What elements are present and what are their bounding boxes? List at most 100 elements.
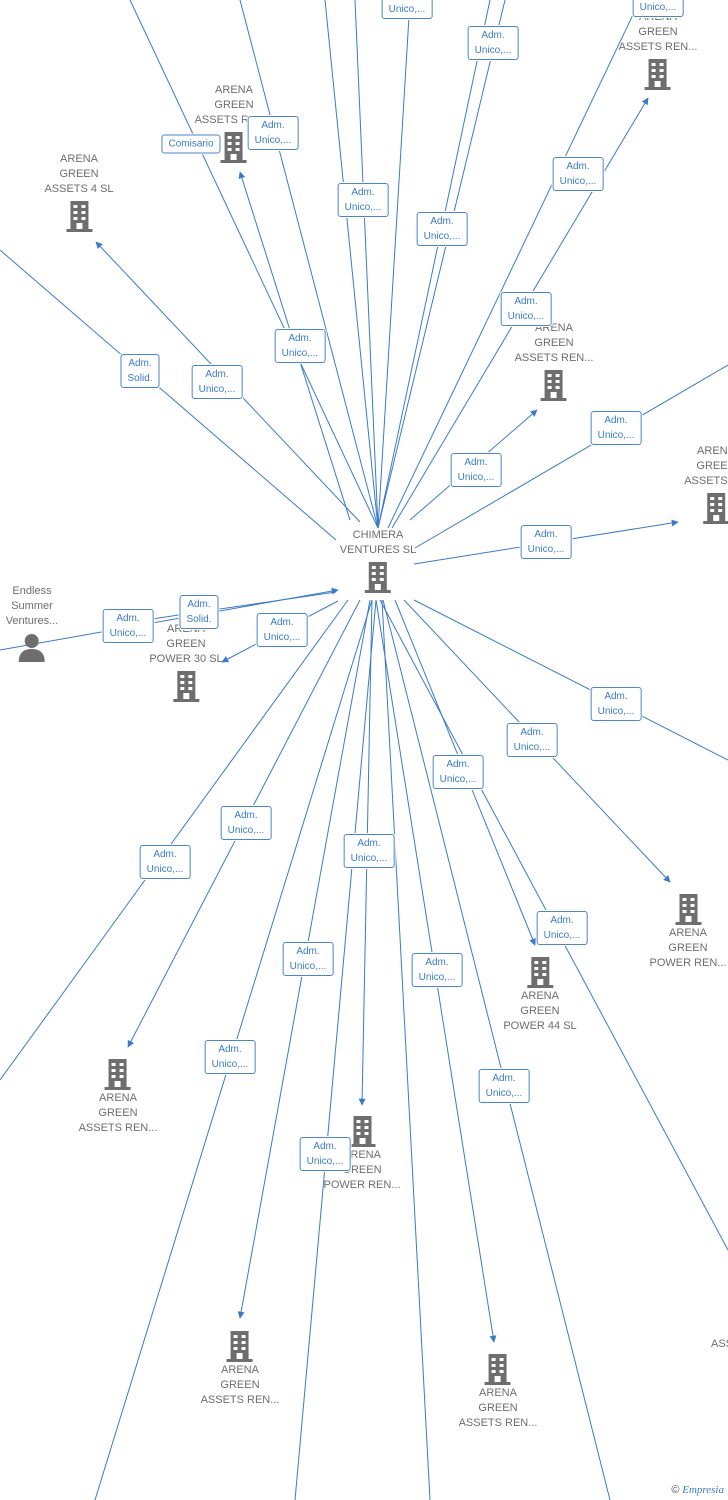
- relation-label-line: Unico,...: [344, 202, 382, 213]
- relation-label-line: Unico,...: [485, 1088, 523, 1099]
- relation-label-line: Unico,...: [418, 972, 456, 983]
- relation-label[interactable]: Adm.Unico,...: [381, 0, 433, 19]
- relation-label[interactable]: Adm.Unico,...: [552, 157, 604, 191]
- relation-label-line: Unico,...: [289, 961, 327, 972]
- building-icon: [66, 201, 92, 232]
- empresia-watermark: © Empresia: [671, 1484, 724, 1496]
- company-node-ass_edge[interactable]: ASS: [711, 1337, 728, 1352]
- relation-label[interactable]: Adm.Unico,...: [343, 834, 395, 868]
- relation-label-line: Adm.: [446, 759, 470, 770]
- edge-4: [377, 0, 411, 529]
- relation-label[interactable]: Adm. Solid.: [120, 354, 160, 388]
- relation-label[interactable]: Adm.Unico,...: [102, 609, 154, 643]
- relation-label-line: Adm.: [205, 369, 229, 380]
- relation-label[interactable]: Adm. Unico,...: [432, 755, 484, 789]
- relation-label[interactable]: Adm. Unico,...: [191, 365, 243, 399]
- relation-label[interactable]: Adm.Unico,...: [204, 1040, 256, 1074]
- node-label: ASS: [711, 1337, 728, 1352]
- relation-label-line: Unico,...: [597, 430, 635, 441]
- relation-label[interactable]: Adm. Unico,...: [337, 183, 389, 217]
- relation-label-line: Solid.: [127, 373, 153, 384]
- relation-label[interactable]: Adm.Unico,...: [536, 911, 588, 945]
- relation-label-line: Adm.: [604, 691, 628, 702]
- relation-label-line: Adm.: [514, 296, 538, 307]
- relation-label[interactable]: Adm.Unico,...: [450, 453, 502, 487]
- node-label-line: ASSETS REN...: [458, 1417, 538, 1429]
- node-label-line: ARENA: [479, 1387, 517, 1399]
- node-label-line: ASSETS REN...: [618, 41, 698, 53]
- relation-label-comisario[interactable]: Comisario: [161, 134, 221, 154]
- relation-label[interactable]: Adm.Unico,...: [274, 329, 326, 363]
- relation-label-line: Unico,...: [423, 231, 461, 242]
- relation-label[interactable]: Adm.Unico,...: [411, 953, 463, 987]
- relation-label-line: Adm.: [187, 599, 211, 610]
- relation-label-line: Adm.: [128, 358, 152, 369]
- relation-label-line: Unico,...: [227, 825, 265, 836]
- relation-label-line: Unico,...: [513, 742, 551, 753]
- relation-label[interactable]: Adm.Unico,...: [247, 116, 299, 150]
- edge-29: [294, 599, 377, 1500]
- edge-7: [387, 0, 641, 529]
- relation-label-line: Unico,...: [388, 4, 426, 15]
- node-label-line: ARENA: [215, 84, 253, 96]
- relation-label-line: Adm.: [288, 333, 312, 344]
- relation-label[interactable]: Adm.Unico,...: [632, 0, 684, 17]
- edge-27: [382, 599, 611, 1500]
- relation-label[interactable]: Adm.Solid.: [179, 595, 219, 629]
- node-label-line: GREEN: [98, 1107, 138, 1119]
- relation-label[interactable]: Adm. Unico,...: [506, 723, 558, 757]
- relation-label-line: Adm.: [261, 120, 285, 131]
- copyright-symbol: ©: [671, 1484, 680, 1496]
- edge-6: [377, 0, 506, 529]
- relation-label[interactable]: Adm.Unico,...: [139, 845, 191, 879]
- relation-label[interactable]: Adm. Unico,...: [590, 687, 642, 721]
- node-label-line: ASSETS REN...: [78, 1122, 158, 1134]
- relation-label-line: Unico,...: [439, 774, 477, 785]
- relation-label[interactable]: Adm.Unico,...: [220, 806, 272, 840]
- relation-label-line: Adm.: [566, 161, 590, 172]
- relation-label-line: Adm.: [520, 727, 544, 738]
- node-label-line: GREEN: [166, 638, 206, 650]
- relation-label[interactable]: Adm.Unico,...: [500, 292, 552, 326]
- node-label-line: POWER REN...: [323, 1179, 401, 1191]
- node-label-line: CHIMERA: [352, 529, 404, 541]
- relation-label[interactable]: Adm.Unico,...: [478, 1069, 530, 1103]
- relation-label[interactable]: Adm.Unico,...: [282, 942, 334, 976]
- node-label-line: POWER 30 SL: [149, 653, 223, 665]
- node-label-line: ARENA: [343, 1149, 381, 1161]
- building-icon: [526, 957, 553, 988]
- node-label-line: GREEN: [220, 1379, 260, 1391]
- relation-label[interactable]: Adm.Unico,...: [520, 525, 572, 559]
- relation-label[interactable]: Adm. Unico,...: [416, 212, 468, 246]
- relation-label[interactable]: Adm.Unico,...: [467, 26, 519, 60]
- edge-3: [354, 0, 379, 529]
- relation-label-line: Unico,...: [597, 706, 635, 717]
- relation-label-line: Unico,...: [198, 384, 236, 395]
- node-label-line: ARENA: [697, 445, 728, 457]
- building-icon: [702, 493, 728, 524]
- relation-label[interactable]: Adm.Unico,...: [299, 1137, 351, 1171]
- relation-label[interactable]: Adm.Unico,...: [256, 613, 308, 647]
- relation-label-line: Unico,...: [109, 628, 147, 639]
- node-label-line: GREEN: [638, 26, 678, 38]
- relation-label-line: Adm.: [430, 216, 454, 227]
- relation-label-line: Adm.: [351, 187, 375, 198]
- relation-label[interactable]: Adm.Unico,...: [590, 411, 642, 445]
